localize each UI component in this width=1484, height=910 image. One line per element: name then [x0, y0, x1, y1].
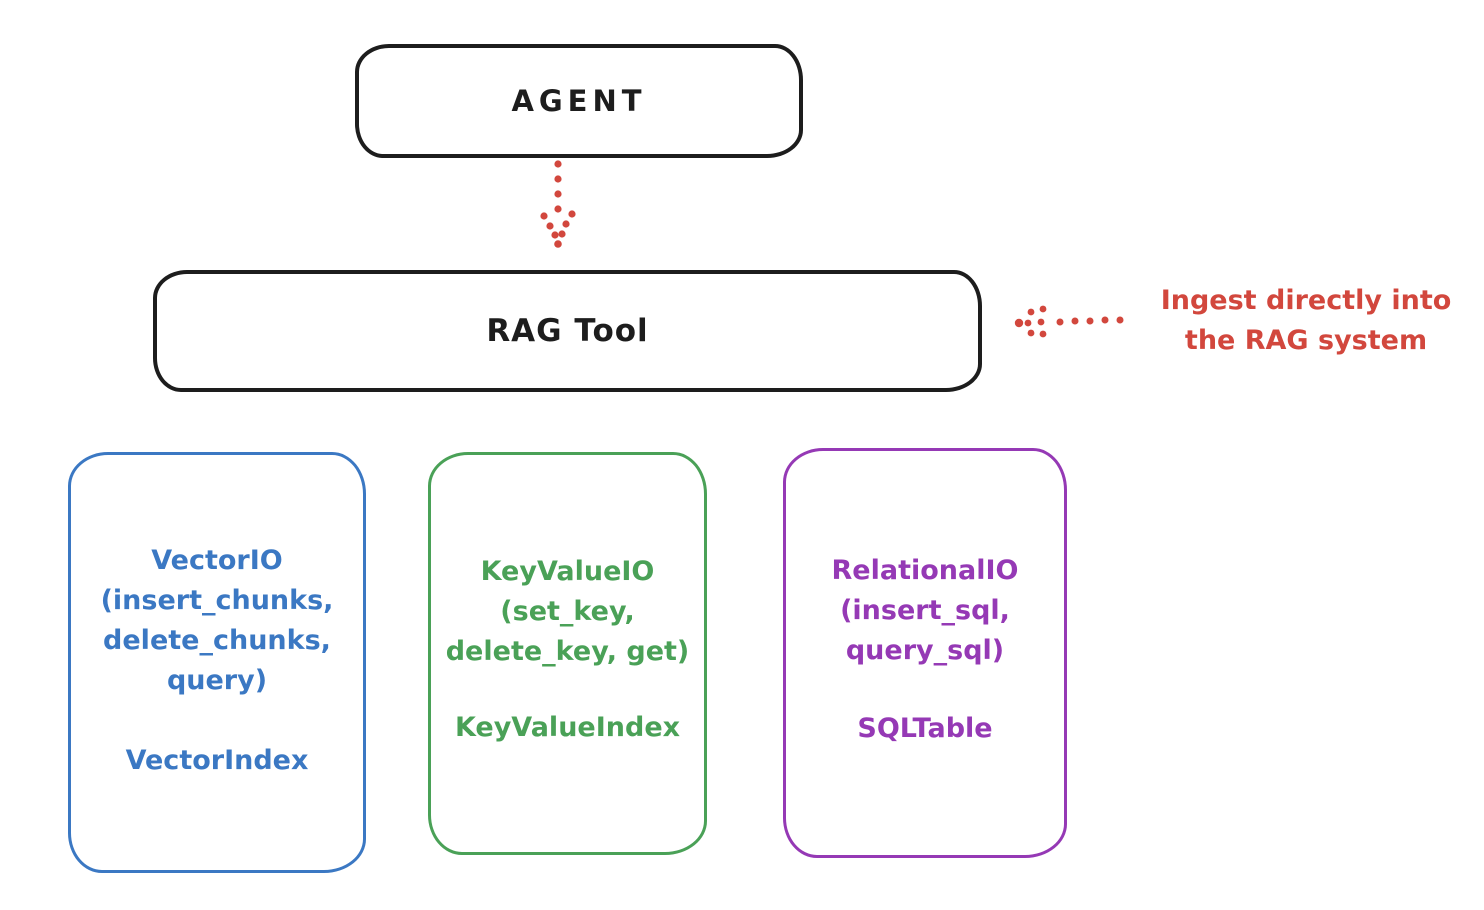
agent-to-ragtool-dotted-arrow-icon: [540, 160, 576, 248]
ingest-annotation-line-2: the RAG system: [1184, 325, 1428, 356]
vector-io-methods-line-3: query): [166, 665, 268, 696]
vector-io-title: VectorIO: [151, 545, 283, 576]
vector-io-methods-line-2: delete_chunks,: [103, 625, 331, 656]
key-value-index-label: KeyValueIndex: [454, 712, 681, 743]
agent-node: AGENT: [355, 44, 803, 158]
ingest-dotted-arrow-icon: [1014, 305, 1124, 338]
key-value-io-title: KeyValueIO: [480, 556, 655, 587]
agent-node-label: AGENT: [511, 84, 647, 118]
relational-io-methods-line-2: query_sql): [845, 635, 1005, 666]
ingest-annotation-line-1: Ingest directly into: [1160, 285, 1452, 316]
relational-io-methods-line-1: (insert_sql,: [840, 595, 1010, 626]
rag-tool-node: RAG Tool: [153, 270, 982, 392]
rag-tool-node-label: RAG Tool: [486, 313, 649, 349]
relational-io-node: RelationalIO (insert_sql, query_sql) SQL…: [783, 448, 1067, 858]
vector-index-label: VectorIndex: [125, 745, 309, 776]
relational-io-title: RelationalIO: [831, 555, 1019, 586]
vector-io-methods-line-1: (insert_chunks,: [100, 585, 334, 616]
key-value-io-methods-line-2: delete_key, get): [445, 636, 690, 667]
sql-table-label: SQLTable: [857, 713, 993, 744]
key-value-io-methods-line-1: (set_key,: [500, 596, 635, 627]
ingest-annotation: Ingest directly into the RAG system: [1135, 281, 1477, 361]
key-value-io-node: KeyValueIO (set_key, delete_key, get) Ke…: [428, 452, 707, 855]
vector-io-node: VectorIO (insert_chunks, delete_chunks, …: [68, 452, 366, 873]
